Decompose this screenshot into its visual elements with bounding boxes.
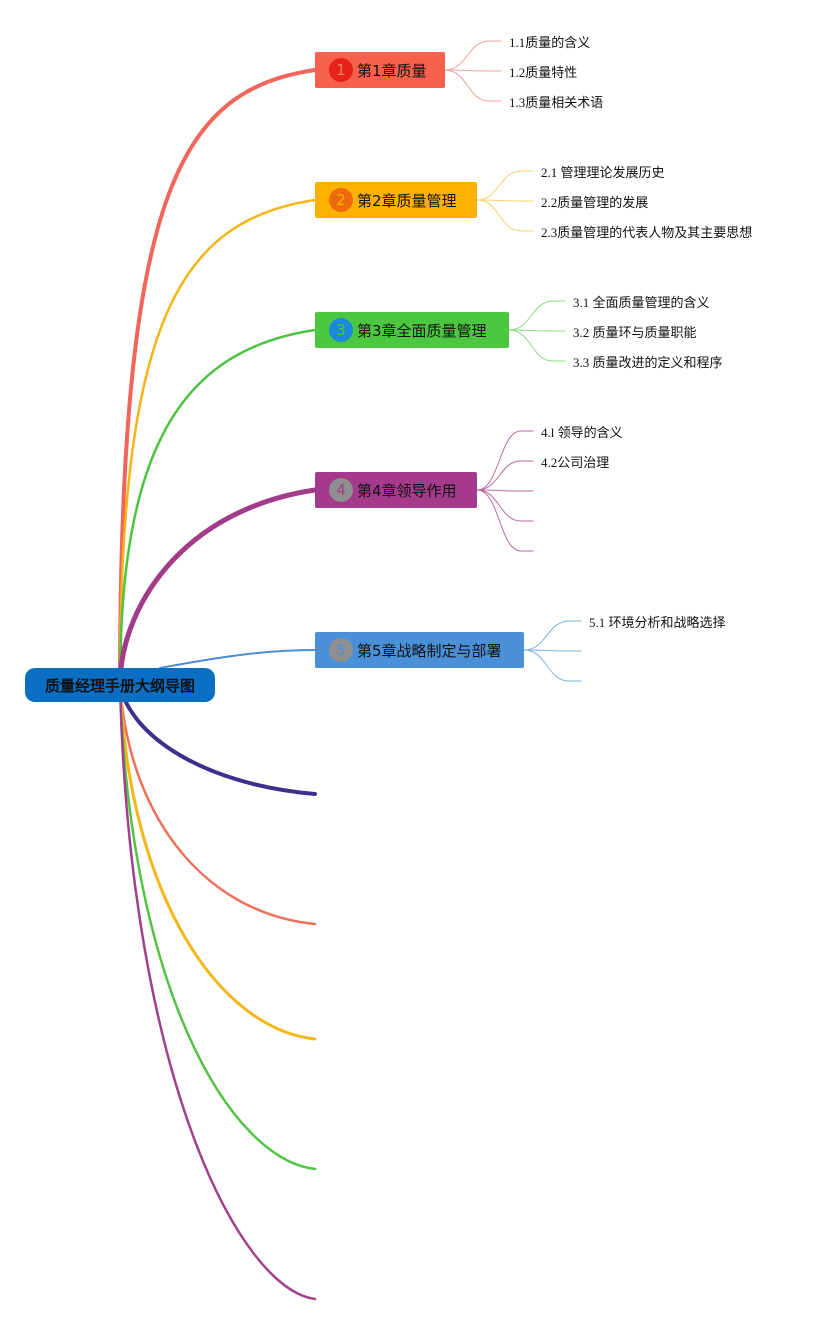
subtopic-5-1[interactable]: 5.1 环境分析和战略选择	[589, 615, 726, 630]
leaf-link-2-3	[476, 199, 534, 232]
leaf-link-4-4	[476, 489, 534, 522]
branch-line-2	[118, 198, 317, 687]
empty-branch-5	[118, 683, 317, 1301]
subtopic-3-2[interactable]: 3.2 质量环与质量职能	[573, 325, 697, 340]
number-badge-icon: 2	[329, 188, 353, 212]
leaf-link-4-3	[476, 489, 534, 492]
number-badge-icon: 5	[329, 638, 353, 662]
chapter-label: 第4章领导作用	[357, 481, 457, 500]
empty-branch-3	[118, 683, 317, 1041]
branch-line-3	[118, 328, 317, 687]
leaf-link-5-1	[523, 620, 582, 651]
subtopic-1-1[interactable]: 1.1质量的含义	[509, 35, 591, 50]
empty-branch-4	[118, 683, 317, 1171]
leaf-link-1-1	[444, 40, 502, 71]
leaf-link-2-2	[476, 199, 534, 202]
subtopic-1-2[interactable]: 1.2质量特性	[509, 65, 578, 80]
subtopic-4-2[interactable]: 4.2公司治理	[541, 455, 610, 470]
subtopic-2-1[interactable]: 2.1 管理理论发展历史	[541, 165, 665, 180]
chapter-label: 第5章战略制定与部署	[357, 641, 502, 660]
leaf-link-4-5	[476, 489, 534, 552]
leaf-link-4-2	[476, 460, 534, 491]
number-badge-icon: 1	[329, 58, 353, 82]
subtopic-3-3[interactable]: 3.3 质量改进的定义和程序	[573, 355, 723, 370]
leaf-link-2-1	[476, 170, 534, 201]
leaf-link-5-2	[523, 649, 582, 652]
chapter-label: 第2章质量管理	[357, 191, 457, 210]
leaf-link-3-1	[508, 300, 566, 331]
leaf-link-1-3	[444, 69, 502, 102]
chapter-label: 第1章质量	[357, 61, 427, 80]
subtopic-3-1[interactable]: 3.1 全面质量管理的含义	[573, 295, 710, 310]
leaf-link-5-3	[523, 649, 582, 682]
subtopic-1-3[interactable]: 1.3质量相关术语	[509, 95, 604, 110]
branch-line-4	[117, 487, 318, 688]
leaf-link-3-3	[508, 329, 566, 362]
subtopic-2-2[interactable]: 2.2质量管理的发展	[541, 195, 649, 210]
number-badge-icon: 3	[329, 318, 353, 342]
leaf-link-4-1	[476, 430, 534, 491]
leaf-link-1-2	[444, 69, 502, 72]
empty-branch-2	[118, 683, 317, 926]
empty-branch-1	[118, 683, 317, 796]
chapter-label: 第3章全面质量管理	[357, 321, 487, 340]
root-topic[interactable]: 质量经理手册大纲导图	[25, 668, 215, 702]
subtopic-2-3[interactable]: 2.3质量管理的代表人物及其主要思想	[541, 225, 753, 240]
branch-line-5	[159, 649, 316, 669]
subtopic-4-1[interactable]: 4.l 领导的含义	[541, 425, 623, 440]
branch-line-1	[118, 68, 317, 687]
number-badge-icon: 4	[329, 478, 353, 502]
leaf-link-3-2	[508, 329, 566, 332]
